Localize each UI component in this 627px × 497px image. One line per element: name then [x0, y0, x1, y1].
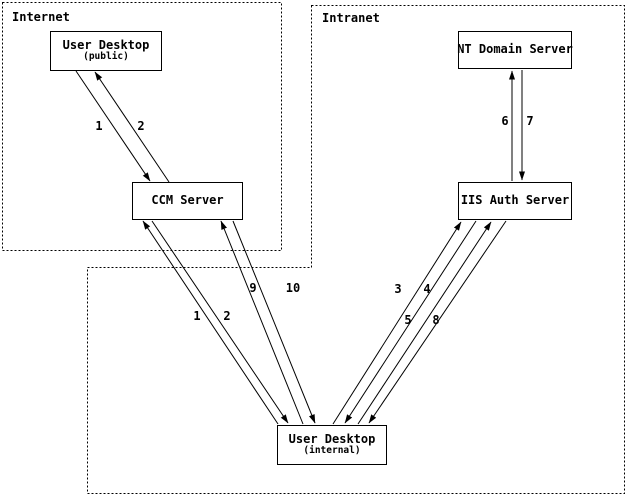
flow-line-4-iis-to-internal	[344, 220, 477, 424]
node-label: User Desktop	[62, 37, 150, 52]
flow-line-2-ccm-to-internal	[151, 220, 289, 424]
flow-label-8: 8	[432, 313, 440, 327]
node-label: IIS Auth Server	[460, 193, 570, 208]
region-internet-border	[2, 2, 282, 251]
flow-label-2-public: 2	[137, 119, 145, 133]
flow-line-1-internal-to-ccm	[142, 220, 279, 425]
region-intranet-border	[87, 5, 625, 494]
flow-line-9-internal-to-ccm	[220, 220, 304, 425]
flow-label-3: 3	[394, 282, 402, 296]
node-sublabel: (internal)	[303, 445, 361, 457]
flow-line-2-ccm-to-public	[94, 71, 170, 183]
flow-label-7: 7	[526, 114, 534, 128]
node-label: CCM Server	[151, 193, 224, 208]
flow-label-1-public: 1	[95, 119, 103, 133]
flow-label-9: 9	[249, 281, 257, 295]
flow-line-3-internal-to-iis	[332, 221, 462, 425]
flow-line-5-internal-to-iis	[357, 221, 492, 425]
region-intranet-label: Intranet	[322, 11, 380, 25]
node-ccm-server: CCM Server	[132, 182, 243, 220]
flow-label-5: 5	[404, 313, 412, 327]
node-label: User Desktop	[288, 431, 376, 446]
flow-line-10-ccm-to-internal	[232, 220, 316, 424]
flow-line-1-public-to-ccm	[75, 70, 151, 182]
flow-label-2-internal: 2	[223, 309, 231, 323]
node-label: NT Domain Server	[457, 42, 573, 57]
flow-label-1-internal: 1	[193, 309, 201, 323]
node-sublabel: (public)	[83, 51, 129, 63]
flow-label-10: 10	[285, 281, 301, 295]
node-iis-auth-server: IIS Auth Server	[458, 182, 572, 220]
node-user-desktop-public: User Desktop (public)	[50, 31, 162, 71]
flow-line-8-iis-to-internal	[368, 220, 507, 424]
region-internet-label: Internet	[12, 10, 70, 24]
node-nt-domain-server: NT Domain Server	[457, 31, 573, 69]
flow-label-4: 4	[423, 282, 431, 296]
flow-label-6: 6	[501, 114, 509, 128]
node-user-desktop-internal: User Desktop (internal)	[277, 425, 387, 465]
